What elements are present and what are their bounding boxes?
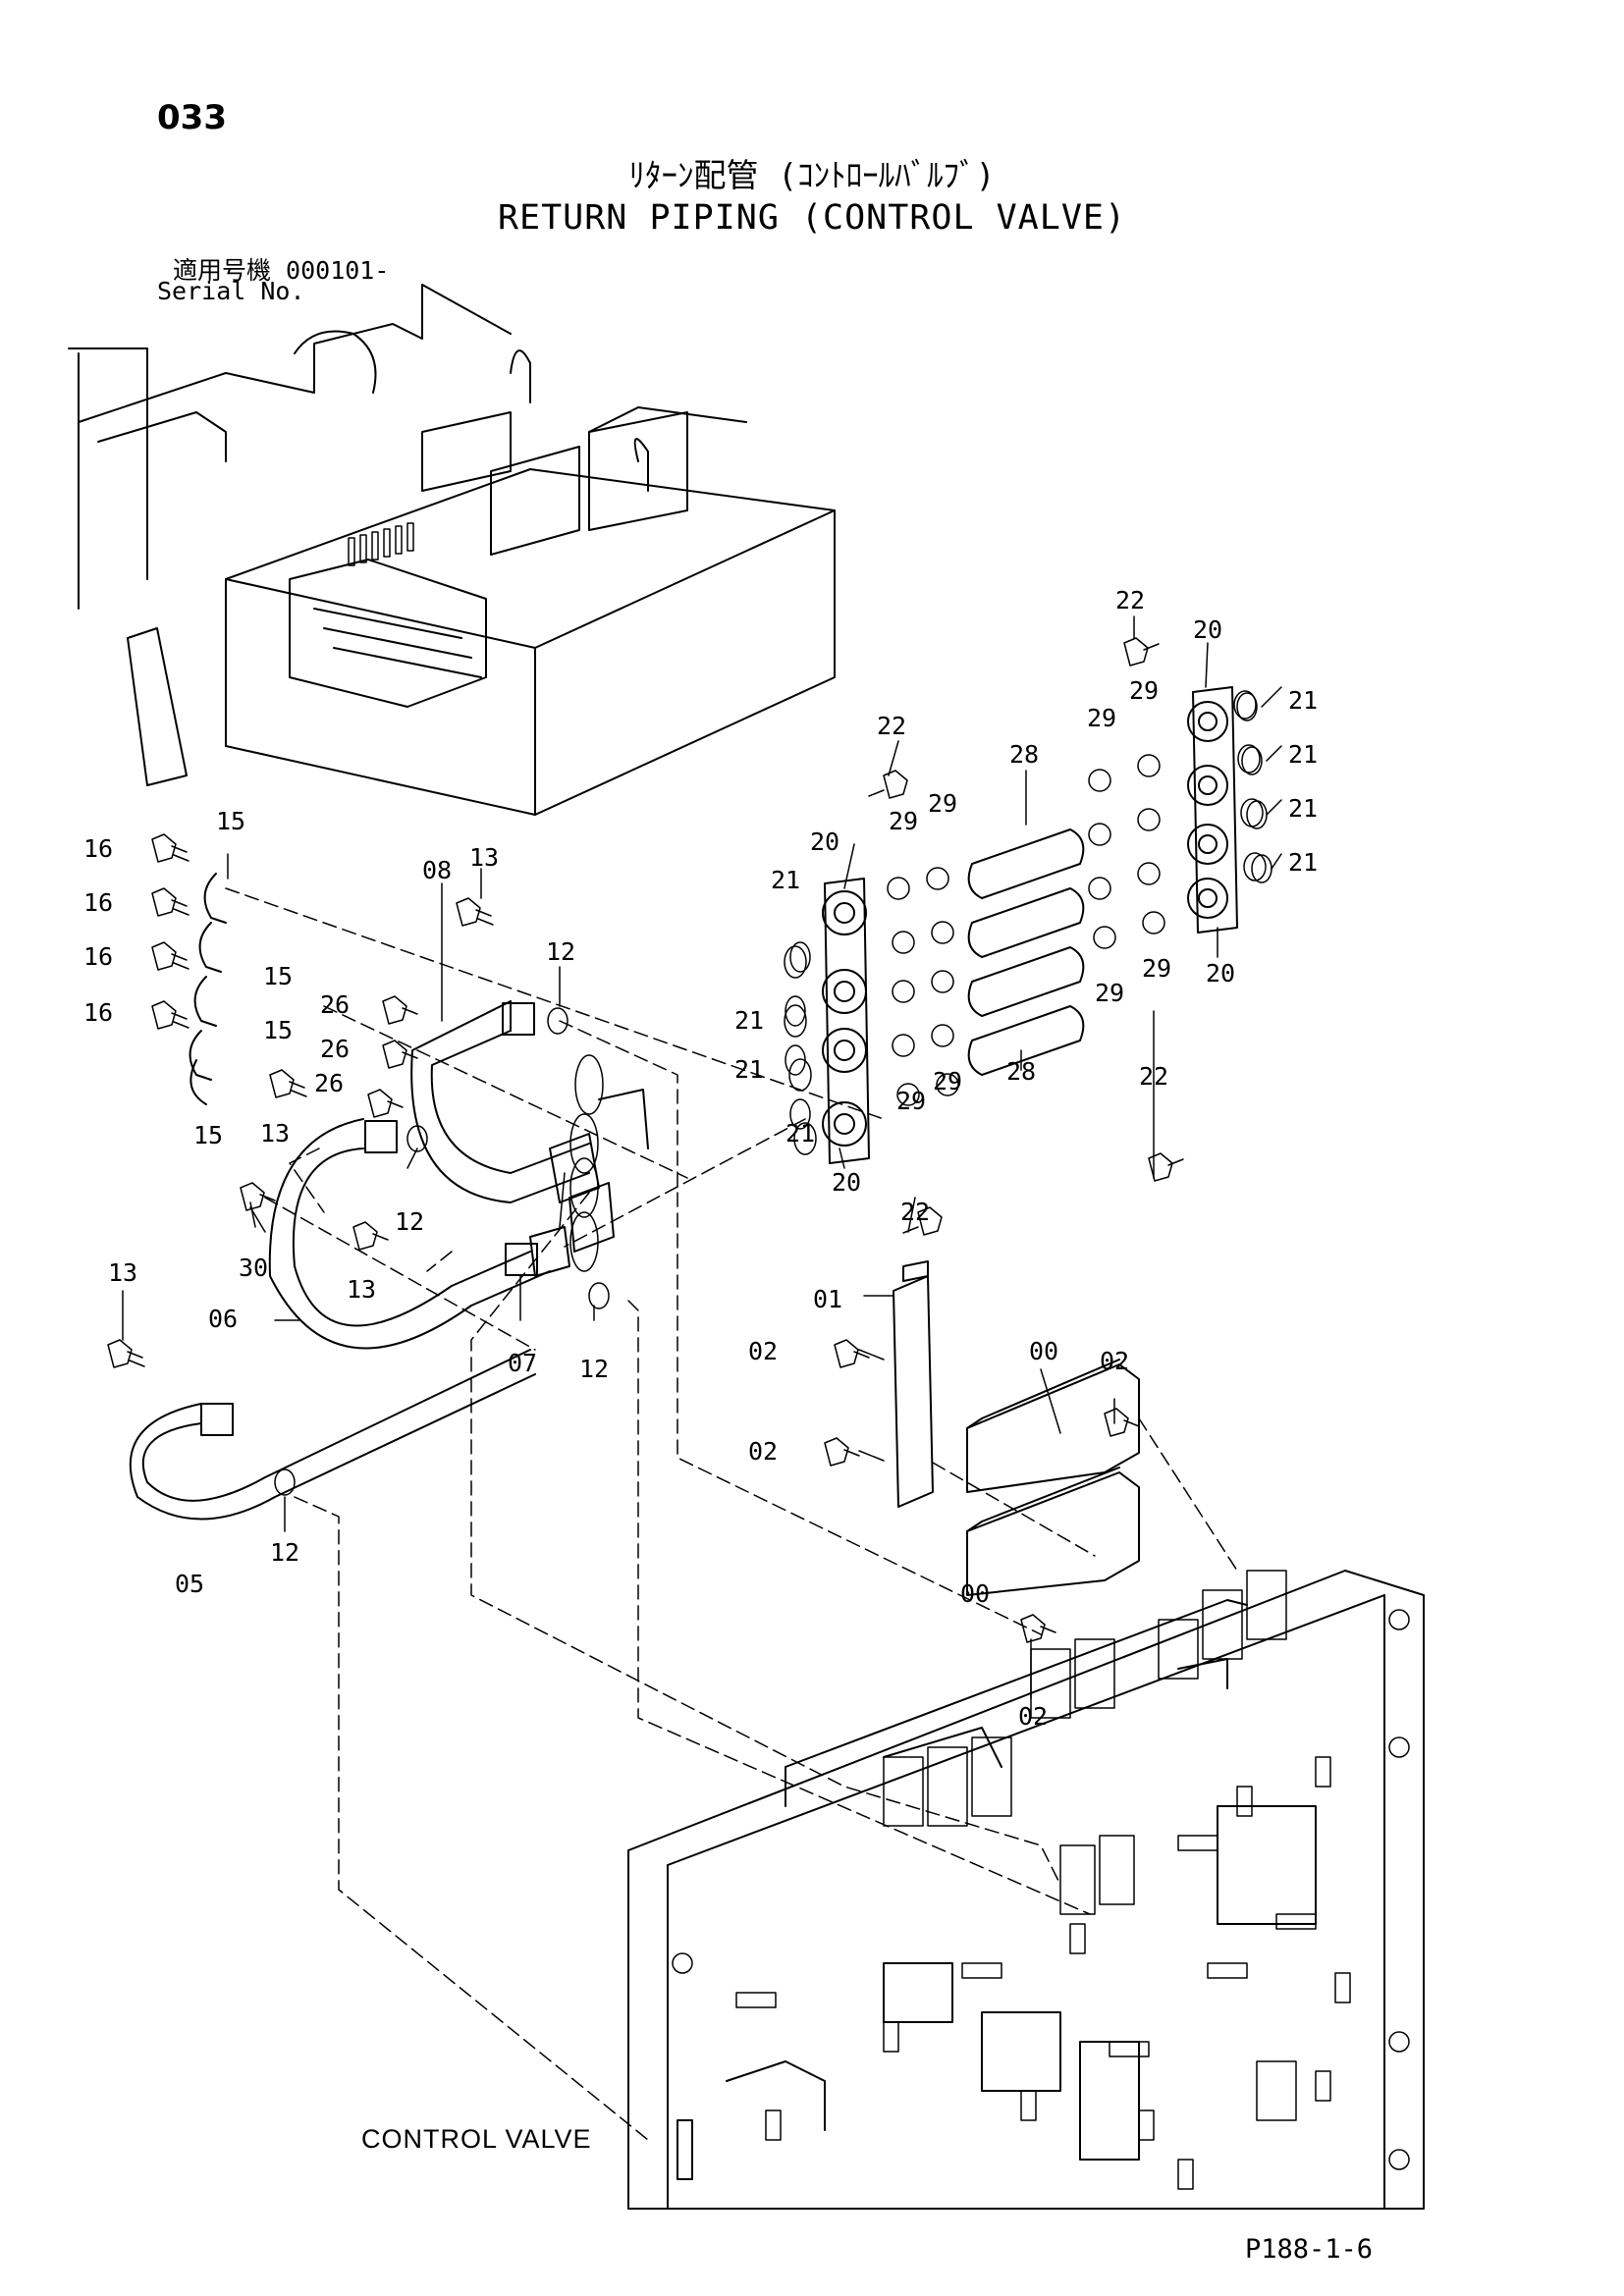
callout-label: 16 (83, 834, 113, 863)
callout-label: 07 (508, 1349, 537, 1377)
bracket-and-spacer-illustrations (893, 1260, 1140, 1596)
callout-label: 15 (216, 807, 245, 835)
callout-label: 26 (320, 1035, 350, 1063)
title-japanese: ﾘﾀｰﾝ配管 (ｺﾝﾄﾛｰﾙﾊﾞﾙﾌﾞ) (628, 156, 996, 194)
callout-label: 12 (579, 1355, 609, 1383)
assembly-leader-lines (225, 887, 1238, 2141)
callout-label: 02 (1100, 1347, 1129, 1375)
callout-label: 00 (1029, 1337, 1058, 1365)
callout-label: 29 (1095, 979, 1124, 1007)
callout-label: 13 (260, 1119, 290, 1148)
callout-label: 16 (83, 998, 113, 1027)
callout-label: 26 (314, 1069, 344, 1097)
callout-label: 21 (734, 1055, 764, 1084)
callout-label: 21 (1288, 686, 1318, 715)
o-ring-illustrations (274, 690, 1267, 1496)
callout-label: 28 (1006, 1057, 1036, 1086)
callout-label: 21 (785, 1119, 815, 1148)
return-pipe-illustrations (129, 1000, 649, 1521)
bolt-illustrations (107, 637, 1184, 1643)
callout-label: 06 (208, 1305, 238, 1333)
callout-label: 16 (83, 942, 113, 971)
callout-leader-lines (122, 615, 1282, 1699)
serial-label-english: Serial No. (157, 277, 305, 305)
callout-label: 21 (1288, 794, 1318, 823)
control-valve-block-illustration (627, 1570, 1425, 2210)
callout-label: 22 (1115, 586, 1145, 614)
callout-label: 01 (813, 1285, 842, 1313)
callout-label: 08 (422, 856, 452, 884)
callout-label: 30 (239, 1254, 268, 1282)
callout-label: 20 (1193, 615, 1222, 644)
callout-label: 12 (546, 937, 575, 966)
callout-label: 15 (193, 1121, 223, 1149)
machine-overview-illustration (68, 284, 836, 816)
callout-label: 13 (108, 1258, 137, 1287)
clamp-illustrations (189, 873, 227, 1105)
callout-label: 21 (1288, 848, 1318, 877)
callout-label: 21 (1288, 740, 1318, 769)
page-number: 033 (157, 98, 227, 137)
callout-label: 16 (83, 888, 113, 917)
callout-label: 02 (748, 1437, 778, 1466)
callout-label: 15 (263, 962, 293, 990)
control-valve-label: CONTROL VALVE (361, 2124, 592, 2154)
callout-label: 29 (1142, 954, 1171, 983)
callout-label: 12 (395, 1207, 424, 1236)
callout-label: 26 (320, 990, 350, 1019)
callout-label: 20 (832, 1168, 861, 1197)
callout-label: 13 (347, 1275, 376, 1304)
title-english: RETURN PIPING (CONTROL VALVE) (497, 198, 1127, 238)
callout-label: 22 (900, 1198, 930, 1226)
callout-label: 20 (810, 828, 839, 856)
callout-label: 13 (469, 843, 499, 872)
page-code: P188-1-6 (1245, 2234, 1374, 2265)
callout-label: 29 (896, 1087, 926, 1115)
return-hose-assembly-illustration (784, 686, 1272, 1164)
callout-label: 22 (877, 712, 906, 740)
callout-label: 15 (263, 1016, 293, 1044)
callout-label: 21 (734, 1006, 764, 1035)
callout-label: 29 (933, 1067, 962, 1095)
callout-label: 02 (1018, 1702, 1048, 1731)
callout-label: 20 (1206, 959, 1235, 988)
callout-label: 29 (1087, 704, 1116, 732)
callout-label: 28 (1009, 740, 1039, 769)
callout-label: 00 (960, 1579, 990, 1608)
callout-label: 29 (889, 807, 918, 835)
callout-label: 29 (928, 789, 957, 818)
callout-label: 22 (1139, 1062, 1168, 1091)
callout-label: 12 (270, 1538, 299, 1567)
callout-label: 21 (771, 866, 800, 894)
callout-label: 02 (748, 1337, 778, 1365)
callout-label: 05 (175, 1570, 204, 1598)
serial-label-japanese: 適用号機 000101- (173, 256, 390, 285)
callout-label: 29 (1129, 676, 1159, 705)
